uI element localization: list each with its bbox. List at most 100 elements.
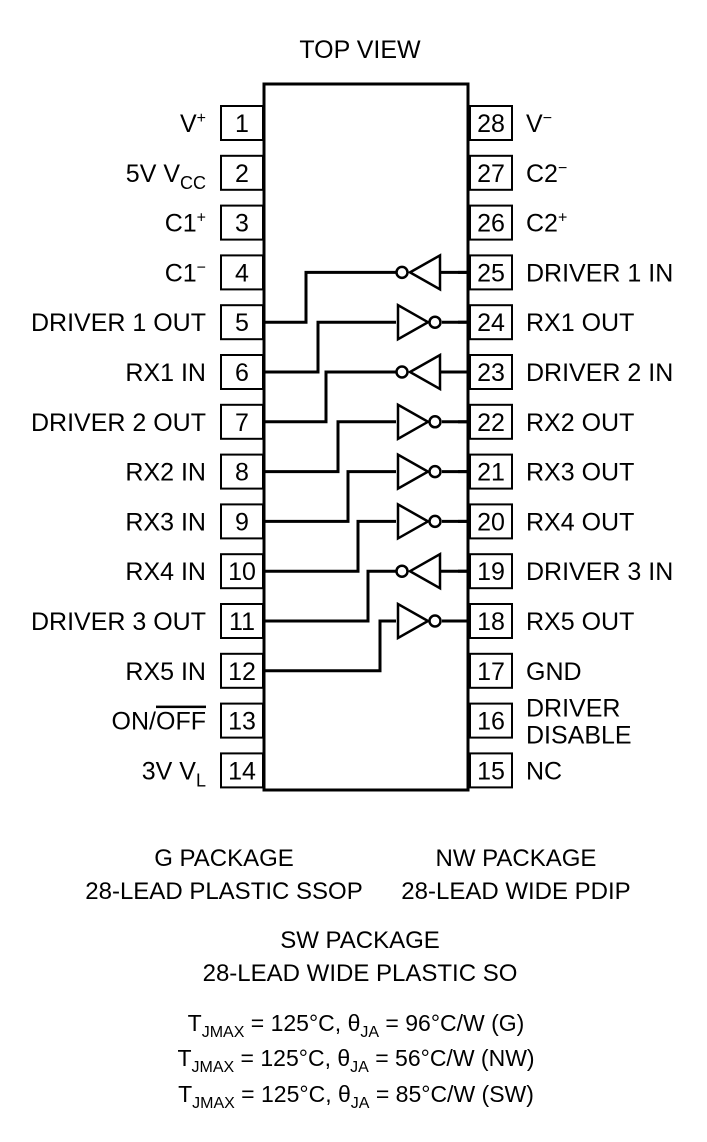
buffer-18-wire: [263, 619, 396, 673]
pin-13-label-overline: OFF: [156, 708, 206, 736]
pin-2-label: 5V VCC: [126, 160, 206, 193]
pin-25-label: DRIVER 1 IN: [526, 259, 673, 287]
pin-14-label: 3V VL: [142, 757, 206, 790]
pin-14-number: 14: [228, 757, 256, 785]
pin-2-box: [220, 154, 264, 191]
pin-6-number: 6: [235, 359, 249, 387]
buffer-22-triangle: [396, 402, 431, 441]
pin-23-box: [469, 354, 513, 390]
pin-11-number: 11: [229, 608, 255, 636]
package-sw-desc: 28-LEAD WIDE PLASTIC SO: [203, 960, 518, 987]
buffer-18-bubble: [428, 614, 442, 628]
pin-8-box: [220, 453, 264, 490]
pin-24-box: [469, 304, 513, 341]
pin-13-label: ON/OFF: [112, 708, 206, 736]
pin-19-label: DRIVER 3 IN: [526, 558, 673, 586]
buffer-20-triangle: [396, 502, 431, 541]
pin-15-box: [469, 752, 513, 789]
package-nw-desc: 28-LEAD WIDE PDIP: [401, 878, 630, 905]
pin-27-number: 27: [477, 160, 505, 188]
buffer-20-wire: [263, 519, 396, 573]
pin-20-box: [469, 503, 513, 540]
pin-9-box: [220, 503, 264, 540]
buffer-24-bubble: [428, 315, 442, 329]
pin-5-number: 5: [235, 309, 249, 337]
pin-12-number: 12: [228, 658, 256, 686]
pin-24-number: 24: [477, 309, 505, 337]
package-nw-name: NW PACKAGE: [436, 845, 597, 872]
pin-18-label: RX5 OUT: [526, 608, 634, 636]
pin-9-label: RX3 IN: [125, 508, 206, 536]
pin-20-label: RX4 OUT: [526, 508, 634, 536]
buffer-21-bubble: [428, 464, 442, 479]
pin-4-box: [220, 254, 264, 291]
pin-1-box: [220, 105, 264, 141]
pin-8-number: 8: [235, 459, 249, 487]
thermal-row-3: TJMAX = 125°C, θJA = 85°C/W (SW): [178, 1081, 534, 1112]
pin-13-box: [220, 702, 264, 739]
pin-20-number: 20: [477, 508, 505, 536]
pin-26-label: C2+: [526, 210, 567, 238]
pin-16-label: DRIVER: [526, 695, 620, 723]
pin-4-number: 4: [235, 259, 249, 287]
buffer-23-wire: [263, 370, 396, 424]
thermal-row-2: TJMAX = 125°C, θJA = 56°C/W (NW): [177, 1045, 534, 1076]
buffer-group: [395, 253, 470, 641]
pin-3-number: 3: [235, 210, 249, 238]
buffer-22-bubble: [428, 415, 442, 429]
pin-24-label: RX1 OUT: [526, 309, 634, 337]
pin-2-label-sub: CC: [180, 173, 206, 193]
pin-3-box: [220, 204, 264, 241]
buffer-25-wire: [263, 270, 396, 324]
pin-12-label: RX5 IN: [125, 658, 206, 686]
buffer-19-bubble: [395, 564, 409, 578]
pin-27-label-sup: −: [558, 160, 567, 177]
pin-16-box: [469, 702, 513, 739]
pin-1-label: V+: [180, 110, 206, 138]
pin-21-box: [469, 453, 513, 490]
pin-26-label-sup: +: [558, 210, 567, 227]
pin-18-number: 18: [477, 608, 505, 636]
pin-1-number: 1: [235, 110, 249, 138]
package-g-desc: 28-LEAD PLASTIC SSOP: [85, 878, 362, 905]
pin-23-number: 23: [477, 359, 505, 387]
pin-12-box: [220, 652, 264, 689]
pin-6-label: RX1 IN: [125, 359, 206, 387]
thermal-row-1: TJMAX = 125°C, θJA = 96°C/W (G): [188, 1010, 525, 1041]
pin-23-label: DRIVER 2 IN: [526, 359, 673, 387]
pin-15-label: NC: [526, 757, 562, 785]
pin-26-box: [469, 204, 513, 241]
buffer-25-bubble: [395, 265, 409, 280]
pin-7-label: DRIVER 2 OUT: [31, 409, 206, 437]
pin-27-label: C2−: [526, 160, 567, 188]
pin-27-box: [469, 154, 513, 191]
buffer-18-triangle: [396, 601, 431, 641]
buffer-19-wire: [263, 569, 396, 623]
pin-5-label: DRIVER 1 OUT: [31, 309, 206, 337]
buffer-25-triangle: [407, 253, 442, 292]
pin-9-number: 9: [235, 508, 249, 536]
pin-11-label: DRIVER 3 OUT: [31, 608, 206, 636]
thermal-specs: TJMAX = 125°C, θJA = 96°C/W (G) TJMAX = 1…: [177, 1010, 534, 1112]
pin-28-box: [469, 105, 513, 141]
pin-5-box: [220, 304, 264, 341]
pin-1-label-sup: +: [197, 110, 206, 127]
pin-3-label-sup: +: [197, 210, 206, 227]
buffer-24-triangle: [396, 303, 431, 342]
pin-4-label: C1−: [165, 259, 206, 287]
buffer-20-bubble: [428, 514, 442, 529]
pin-18-box: [469, 603, 513, 639]
pin-4-label-sup: −: [197, 259, 206, 276]
pin-10-box: [220, 553, 264, 590]
pin-16-number: 16: [477, 708, 505, 736]
pin-15-number: 15: [477, 757, 505, 785]
pin-28-number: 28: [477, 110, 505, 138]
pin-22-label: RX2 OUT: [526, 409, 634, 437]
pin-13-number: 13: [228, 708, 256, 736]
buffer-21-wire: [263, 470, 396, 523]
pin-7-box: [220, 403, 264, 440]
pin-21-number: 21: [477, 459, 505, 487]
pin-25-number: 25: [477, 259, 505, 287]
